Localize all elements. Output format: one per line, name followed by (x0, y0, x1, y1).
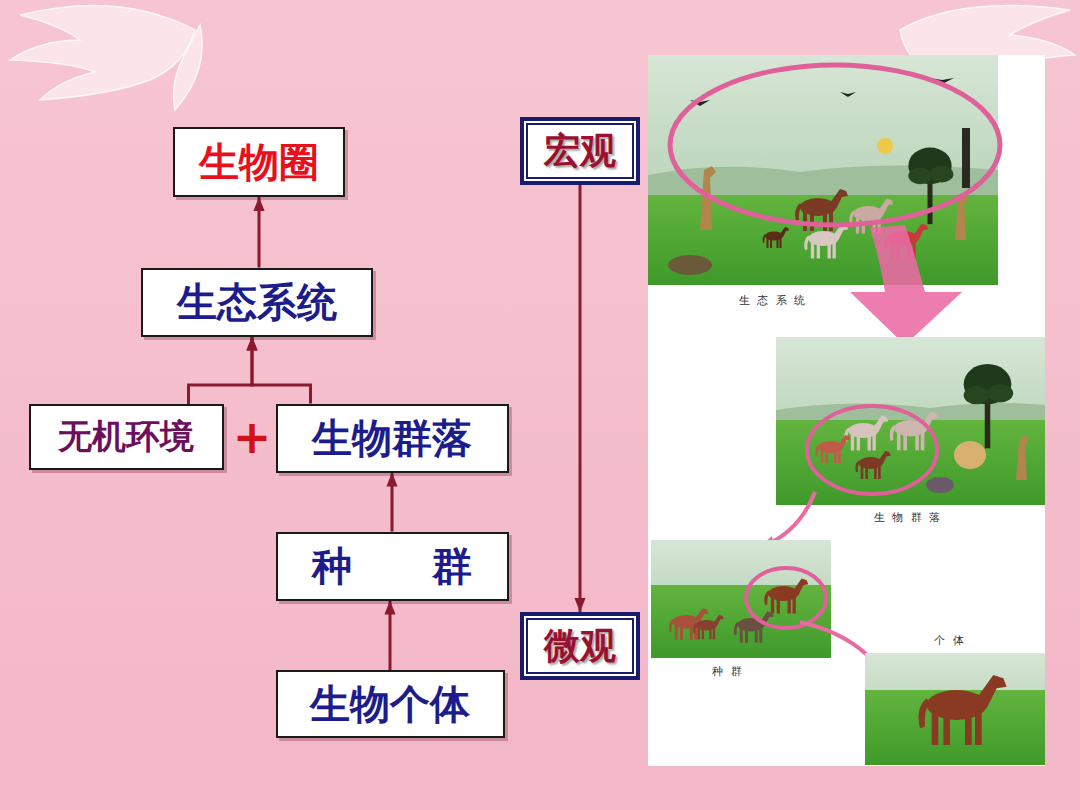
scale-box: 宏观 (520, 117, 640, 185)
photo-caption: 个 体 (934, 633, 966, 648)
box-text: 微观 (544, 625, 616, 666)
box-text: 种 群 (312, 543, 472, 589)
flow-arrow (252, 337, 311, 404)
flow-arrow (389, 601, 392, 671)
box-text: 生物个体 (310, 681, 470, 727)
level-box: 生态系统 (141, 268, 373, 337)
box-text: 无机环境 (58, 417, 194, 456)
photo-caption: 生 态 系 统 (739, 293, 808, 308)
box-text: 宏观 (544, 130, 616, 171)
box-text: 生物圈 (199, 139, 319, 185)
level-box: 种 群 (276, 532, 509, 601)
level-box: 生物群落 (276, 404, 509, 473)
environment-box: 无机环境 (29, 404, 224, 470)
level-box: 生物圈 (173, 127, 345, 197)
flow-arrow (391, 473, 394, 532)
flow-arrow (189, 337, 253, 405)
flow-arrow (579, 185, 582, 612)
box-text: 生物群落 (312, 415, 472, 461)
plus-sign: + (233, 410, 272, 464)
photo-caption: 种 群 (712, 664, 744, 679)
photo-caption: 生 物 群 落 (874, 510, 943, 525)
level-box: 生物个体 (276, 670, 505, 738)
scale-box: 微观 (520, 612, 640, 680)
flow-arrow (258, 197, 261, 268)
box-text: 生态系统 (177, 279, 337, 325)
